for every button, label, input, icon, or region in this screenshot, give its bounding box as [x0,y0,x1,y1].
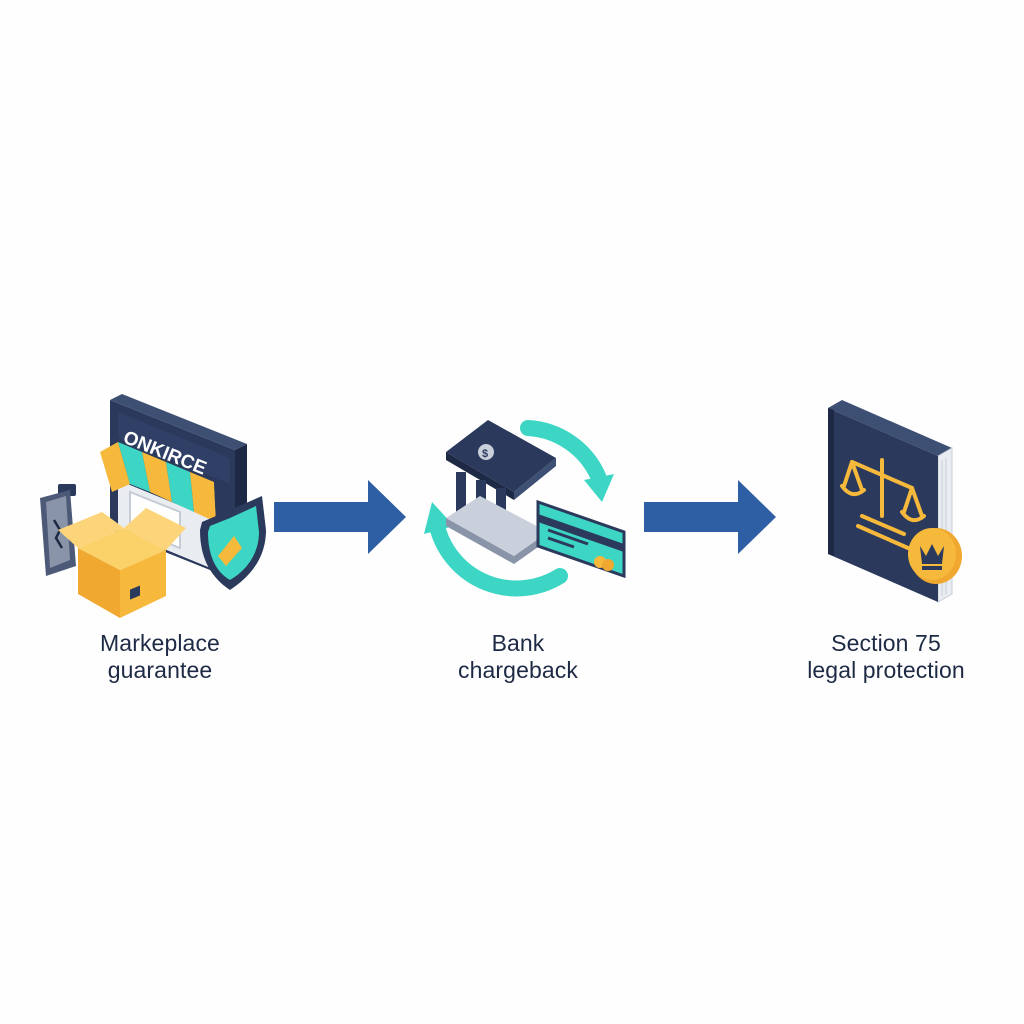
step-label: Markeplace guarantee [30,630,290,684]
package-box-icon [58,508,186,618]
step-label: Bank chargeback [388,630,648,684]
crown-coin-icon [908,528,962,584]
step-label-line2: legal protection [807,657,965,683]
shield-icon [200,496,266,590]
law-book-illustration [828,400,962,603]
credit-card-icon [536,499,626,579]
step-label-line1: Section 75 [831,630,941,656]
step-section-75-legal-protection: Section 75 legal protection [756,380,1016,700]
bank-illustration: $ [424,420,626,597]
broken-phone-icon [40,484,76,576]
scales-of-justice-icon [840,458,926,550]
step-label-line1: Markeplace [100,630,220,656]
flow-arrow-right-icon [274,480,406,554]
marketplace-illustration: ONKIRCE [40,394,266,618]
step-label: Section 75 legal protection [756,630,1016,684]
bank-building-icon: $ [446,420,556,564]
step-label-line2: guarantee [107,657,213,683]
step-bank-chargeback: $ Bank chargeback [388,380,648,700]
step-marketplace-guarantee: ONKIRCE [30,380,290,700]
flow-arrow-right-icon [644,480,776,554]
bank-symbol: $ [482,448,488,460]
refresh-arrows-icon [424,420,614,597]
step-label-line2: chargeback [458,657,578,683]
step-label-line1: Bank [491,630,545,656]
